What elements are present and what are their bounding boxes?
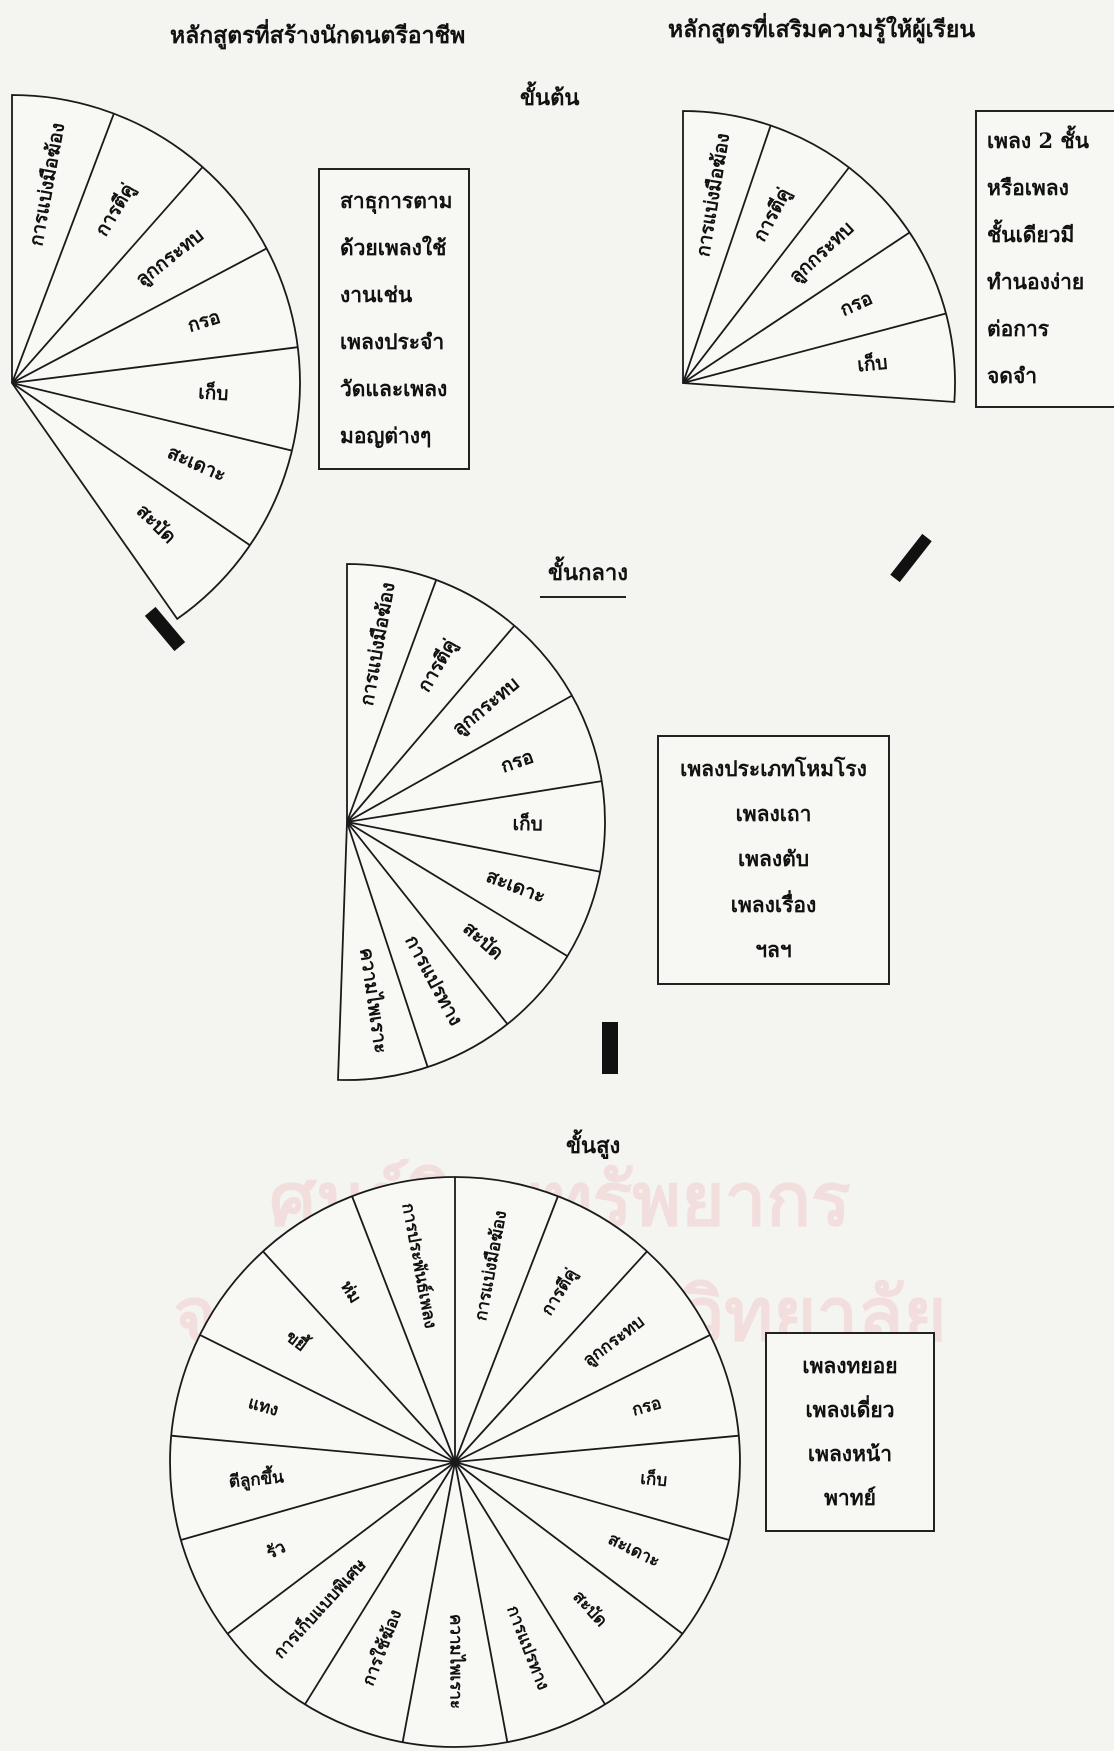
repertoire-line: ต่อการ xyxy=(987,316,1050,341)
repertoire-line: สาธุการตาม xyxy=(340,188,453,213)
sector-divider xyxy=(262,1250,456,1463)
sector-divider xyxy=(682,125,772,384)
fan-outline xyxy=(11,94,301,621)
sector-label: เก็บ xyxy=(639,1466,668,1491)
repertoire-box-beginner-enrichment: เพลง 2 ชั้น หรือเพลง ชั้นเดียวมี ทำนองง่… xyxy=(975,110,1114,408)
repertoire-line: จดจำ xyxy=(987,363,1038,388)
repertoire-line: เพลงหน้า xyxy=(807,1440,893,1466)
repertoire-line: เพลงทยอย xyxy=(802,1352,898,1378)
repertoire-box-beginner-professional: สาธุการตาม ด้วยเพลงใช้ งานเช่น เพลงประจำ… xyxy=(318,168,470,470)
sector-divider xyxy=(454,1434,739,1463)
fan-outline xyxy=(337,563,606,1081)
sector-divider xyxy=(11,382,293,452)
sector-divider xyxy=(11,113,115,384)
sector-label: เก็บ xyxy=(856,350,888,377)
sector-divider xyxy=(180,1461,456,1541)
sector-divider xyxy=(346,821,568,957)
repertoire-line: ฯลฯ xyxy=(755,936,792,962)
repertoire-line: เพลงเดี่ยว xyxy=(805,1396,895,1422)
repertoire-line: มอญต่างๆ xyxy=(340,423,432,448)
sector-divider xyxy=(454,1461,509,1743)
repertoire-line: เพลงตับ xyxy=(737,846,810,872)
repertoire-line: เพลงเถา xyxy=(735,801,812,827)
repertoire-box-intermediate: เพลงประเภทโหมโรง เพลงเถา เพลงตับ เพลงเรื… xyxy=(657,735,890,985)
sector-divider xyxy=(346,821,429,1068)
sector-divider xyxy=(346,821,601,873)
sector-label: ความไพเราะ xyxy=(446,1614,467,1709)
sector-divider xyxy=(11,382,251,546)
sector-divider xyxy=(171,1434,456,1463)
sector-divider xyxy=(454,1461,730,1541)
level-intermediate-underline xyxy=(540,596,626,598)
sector-divider xyxy=(454,1461,606,1705)
repertoire-line: เพลงประเภทโหมโรง xyxy=(680,756,867,782)
repertoire-line: วัดและเพลง xyxy=(340,376,448,401)
repertoire-box-advanced: เพลงทยอย เพลงเดี่ยว เพลงหน้า พาทย์ xyxy=(765,1332,935,1532)
repertoire-line: เพลงเรื่อง xyxy=(730,891,817,917)
sector-divider xyxy=(346,694,573,823)
sector-divider xyxy=(401,1461,456,1743)
sector-divider xyxy=(454,1461,683,1635)
sector-divider xyxy=(11,247,268,384)
sector-divider xyxy=(199,1334,456,1463)
sector-label: เก็บ xyxy=(198,379,229,405)
repertoire-line: งานเช่น xyxy=(340,282,413,307)
repertoire-line: ด้วยเพลงใช้ xyxy=(340,235,447,260)
repertoire-line: หรือเพลง xyxy=(987,175,1069,200)
sector-divider xyxy=(346,579,438,823)
sector-divider xyxy=(346,780,602,823)
sector-divider xyxy=(682,166,850,384)
repertoire-line: เพลงประจำ xyxy=(340,329,445,354)
sector-divider xyxy=(454,1195,559,1463)
sector-divider xyxy=(346,625,516,823)
repertoire-line: เพลง 2 ชั้น xyxy=(987,128,1089,153)
sector-divider xyxy=(346,821,509,1025)
sector-divider xyxy=(454,1334,711,1463)
heading-professional-curriculum: หลักสูตรที่สร้างนักดนตรีอาชีพ xyxy=(170,22,466,49)
repertoire-line: พาทย์ xyxy=(824,1484,876,1510)
sector-divider xyxy=(351,1195,456,1463)
sector-divider xyxy=(682,231,911,384)
level-advanced-label: ขั้นสูง xyxy=(566,1133,621,1159)
arrow-down-icon xyxy=(602,1022,618,1074)
sector-divider xyxy=(304,1461,456,1705)
repertoire-line: ทำนองง่าย xyxy=(987,269,1085,294)
sector-divider xyxy=(11,346,298,384)
level-beginner-label: ขั้นต้น xyxy=(520,85,580,111)
sector-divider xyxy=(682,312,947,384)
heading-enrichment-curriculum: หลักสูตรที่เสริมความรู้ให้ผู้เรียน xyxy=(668,16,976,43)
repertoire-line: ชั้นเดียวมี xyxy=(987,222,1075,247)
sector-divider xyxy=(454,1250,648,1463)
sector-divider xyxy=(227,1461,456,1635)
level-intermediate-label: ขั้นกลาง xyxy=(548,560,628,586)
sector-divider xyxy=(11,166,204,384)
sector-label: เก็บ xyxy=(512,811,542,836)
